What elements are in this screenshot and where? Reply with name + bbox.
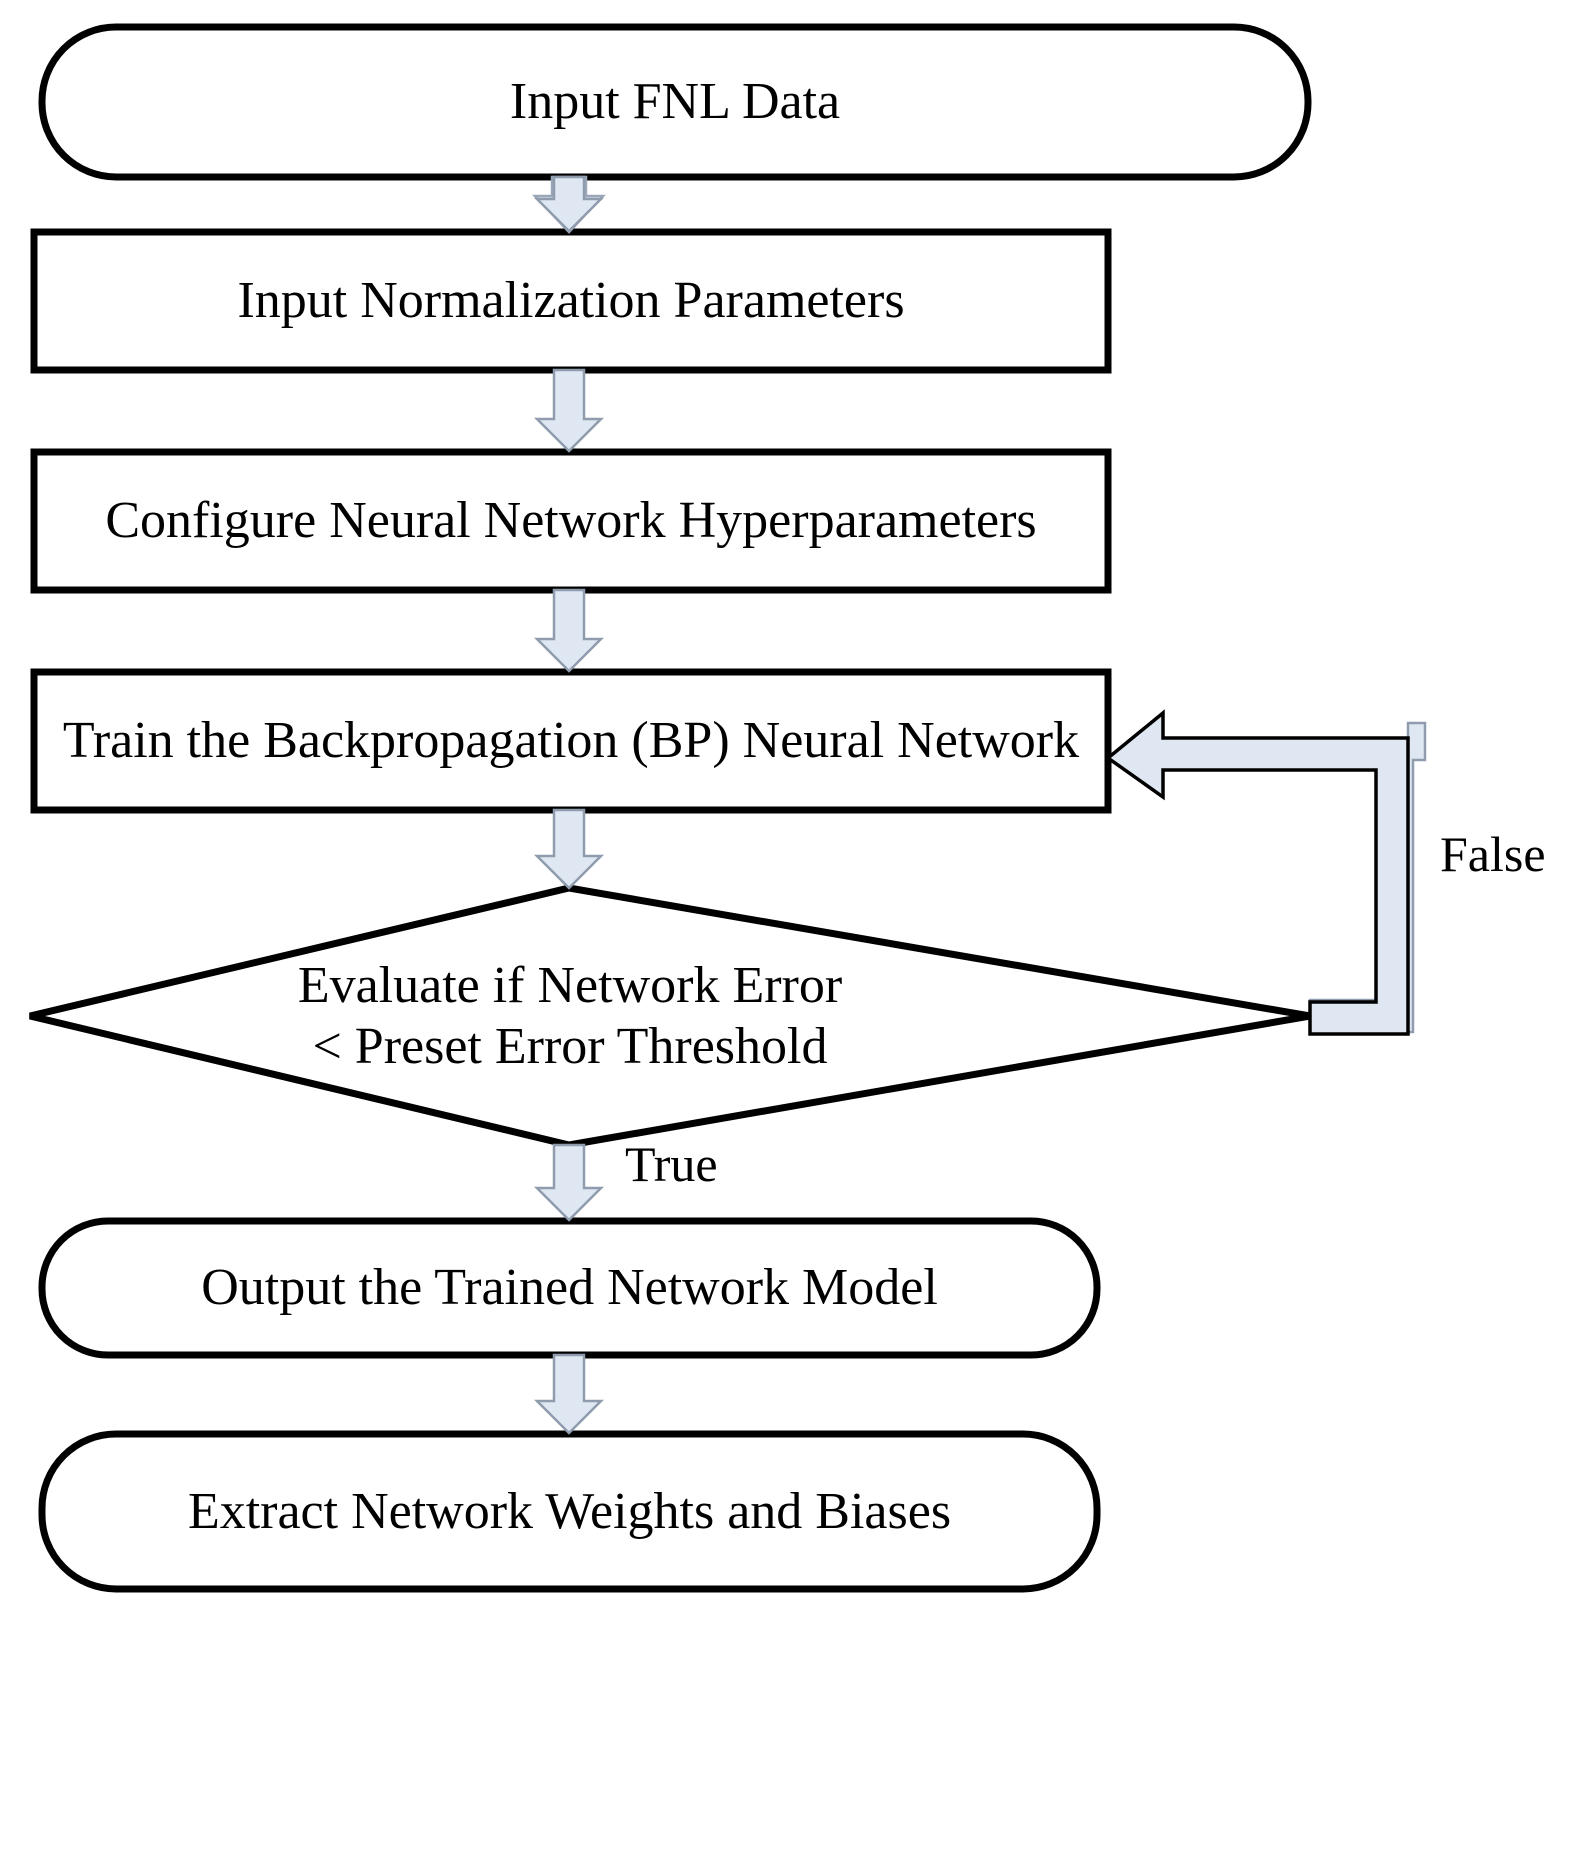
connector-arrow-e2 [533, 368, 605, 453]
node-shape-extract-weights-biases[interactable] [38, 1430, 1101, 1593]
node-shape-evaluate-error[interactable] [29, 884, 1311, 1149]
connector-arrow-e3 [533, 588, 605, 673]
connector-arrow-e5-false-outline [1105, 709, 1410, 1036]
node-shape-train-bp-network[interactable] [30, 668, 1112, 814]
edge-label-false: False [1440, 826, 1546, 882]
edge-label-true: True [625, 1136, 718, 1192]
connector-arrow-e4 [533, 808, 605, 890]
connector-arrow-e7 [533, 1353, 605, 1435]
connector-arrow-e6-true [533, 1143, 605, 1222]
node-shape-output-trained-model[interactable] [38, 1217, 1101, 1359]
node-shape-configure-hyperparameters[interactable] [30, 448, 1112, 594]
node-shape-input-fnl-data[interactable] [38, 23, 1312, 181]
node-shape-input-normalization-parameters[interactable] [30, 228, 1112, 374]
connector-arrow-e1-body [533, 175, 605, 233]
